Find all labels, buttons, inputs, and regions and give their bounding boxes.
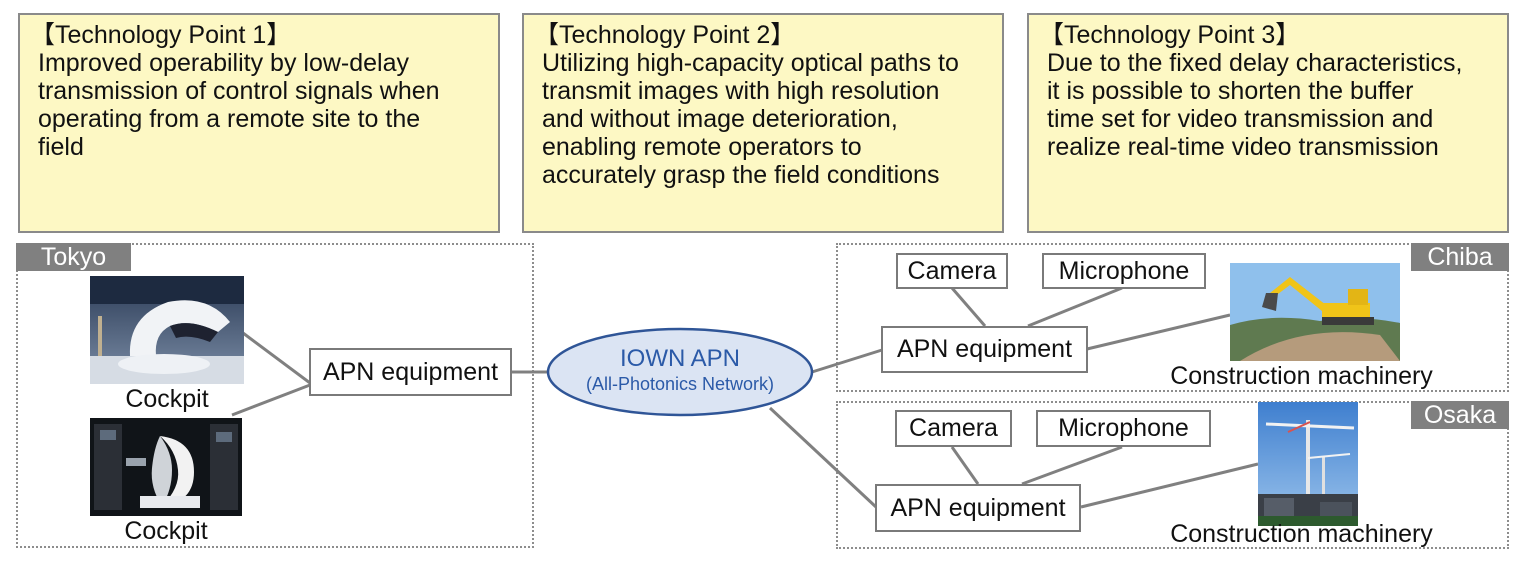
tokyo-apn-equipment: APN equipment [309, 348, 512, 396]
cockpit-photo-bottom [90, 418, 242, 516]
osaka-apn-equipment: APN equipment [875, 484, 1081, 532]
tech-point-1-line-1: Improved operability by low-delay [38, 49, 410, 77]
chiba-region-label: Chiba [1411, 243, 1509, 271]
link-iown-to-chiba-apn [811, 348, 883, 374]
tech-point-2-line-1: Utilizing high-capacity optical paths to [542, 49, 959, 77]
chiba-microphone: Microphone [1042, 253, 1206, 289]
link-chiba-apn-to-machine [1086, 313, 1231, 351]
tech-point-1-line-4: field [38, 133, 84, 161]
cockpit-photo-top [90, 276, 244, 384]
link-cockpit-top-to-apn [242, 331, 311, 385]
osaka-microphone: Microphone [1036, 410, 1211, 447]
chiba-excavator-photo [1230, 263, 1400, 361]
tech-point-3-line-1: Due to the fixed delay characteristics, [1047, 49, 1463, 77]
osaka-region [836, 401, 1509, 549]
tokyo-region [16, 243, 534, 548]
link-chiba-camera-to-apn [950, 287, 987, 327]
tech-point-1-line-3: operating from a remote site to the [38, 105, 421, 133]
cockpit-top-caption: Cockpit [125, 385, 209, 413]
iown-apn-ellipse [546, 327, 814, 417]
tech-point-2-line-3: and without image deterioration, [542, 105, 898, 133]
chiba-apn-equipment: APN equipment [881, 326, 1088, 373]
osaka-region-label: Osaka [1411, 401, 1509, 429]
iown-apn-title: IOWN APN [619, 345, 740, 372]
link-osaka-mic-to-apn [1021, 445, 1123, 486]
chiba-camera: Camera [896, 253, 1008, 289]
tech-point-1-line-2: transmission of control signals when [38, 77, 440, 105]
tech-point-3-line-4: realize real-time video transmission [1047, 133, 1439, 161]
osaka-camera: Camera [895, 410, 1012, 447]
tech-point-2-line-5: accurately grasp the field conditions [542, 161, 940, 189]
tech-point-3-line-3: time set for video transmission and [1047, 105, 1434, 133]
tech-point-2-line-4: enabling remote operators to [542, 133, 862, 161]
link-osaka-camera-to-apn [950, 446, 980, 485]
link-cockpit-bottom-to-apn [231, 383, 311, 417]
tech-point-2-line-2: transmit images with high resolution [542, 77, 940, 105]
link-osaka-apn-to-machine [1080, 462, 1259, 509]
tech-point-1-title: 【Technology Point 1】 [30, 21, 292, 49]
tokyo-region-label: Tokyo [16, 243, 131, 271]
tech-point-2-title: 【Technology Point 2】 [534, 21, 796, 49]
link-chiba-mic-to-apn [1027, 286, 1123, 328]
cockpit-bottom-caption: Cockpit [124, 517, 208, 545]
chiba-region [836, 243, 1509, 392]
chiba-machinery-caption: Construction machinery [1170, 362, 1433, 390]
link-iown-to-osaka-apn [768, 406, 878, 509]
osaka-machinery-caption: Construction machinery [1170, 520, 1433, 548]
tech-point-1-box: 【Technology Point 1】 Improved operabilit… [18, 13, 500, 233]
tech-point-2-box: 【Technology Point 2】 Utilizing high-capa… [522, 13, 1004, 233]
iown-apn-subtitle: (All-Photonics Network) [585, 374, 775, 394]
tech-point-3-title: 【Technology Point 3】 [1039, 21, 1301, 49]
tech-point-3-box: 【Technology Point 3】 Due to the fixed de… [1027, 13, 1509, 233]
osaka-crane-photo [1258, 402, 1358, 526]
tech-point-3-line-2: it is possible to shorten the buffer [1047, 77, 1414, 105]
